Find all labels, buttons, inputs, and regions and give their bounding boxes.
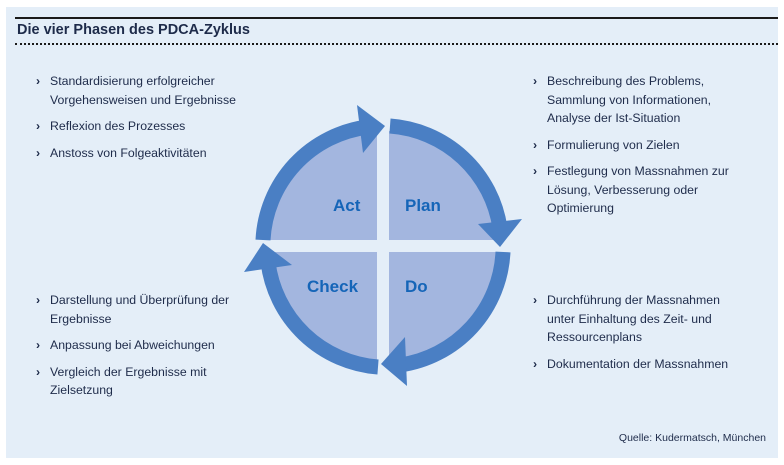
item-text: Standardisierung erfolgreicher Vorgehens… <box>50 74 236 107</box>
item-text: Anpassung bei Abweichungen <box>50 338 215 352</box>
item-text: Festlegung von Massnahmen zur Lösung, Ve… <box>547 164 729 215</box>
chevron-icon: › <box>533 74 538 88</box>
list-item: › Vergleich der Ergebnisse mit Zielsetzun… <box>36 363 236 400</box>
list-item: › Durchführung der Massnahmen unter Einha… <box>533 291 748 347</box>
figure-title: Die vier Phasen des PDCA-Zyklus <box>17 22 250 38</box>
chevron-icon: › <box>36 145 41 160</box>
arrowhead-plan <box>478 219 522 247</box>
chevron-icon: › <box>36 74 41 88</box>
quadrant-do <box>389 252 498 361</box>
plan-list: › Beschreibung des Problems, Sammlung von… <box>533 72 748 226</box>
chevron-icon: › <box>36 364 41 379</box>
chevron-icon: › <box>36 119 41 133</box>
list-item: › Anpassung bei Abweichungen <box>36 336 236 355</box>
chevron-icon: › <box>533 293 538 307</box>
arrow-arc-plan <box>389 118 508 230</box>
arrowhead-check <box>244 243 292 272</box>
quadrant-plan <box>389 131 498 240</box>
arrow-arc-act <box>255 119 370 241</box>
list-item: › Anstoss von Folgeaktivitäten <box>36 144 256 163</box>
label-do: Do <box>405 277 428 296</box>
chevron-icon: › <box>36 293 41 307</box>
dotted-divider <box>15 43 778 45</box>
top-rule <box>15 17 778 19</box>
chevron-icon: › <box>533 164 538 178</box>
source-note: Quelle: Kudermatsch, München <box>618 432 766 444</box>
chevron-icon: › <box>36 338 41 352</box>
quadrant-act <box>268 131 377 240</box>
label-check: Check <box>307 277 359 296</box>
arrowhead-do <box>381 337 407 386</box>
item-text: Formulierung von Zielen <box>547 137 680 152</box>
item-text: Durchführung der Massnahmen unter Einhal… <box>547 293 720 344</box>
chevron-icon: › <box>533 356 538 371</box>
item-text: Reflexion des Prozesses <box>50 119 186 133</box>
do-list: › Durchführung der Massnahmen unter Einha… <box>533 291 748 381</box>
item-text: Vergleich der Ergebnisse mit Zielsetzung <box>50 364 207 398</box>
list-item: › Reflexion des Prozesses <box>36 117 256 136</box>
item-text: Darstellung und Überprüfung der Ergebnis… <box>50 293 230 326</box>
item-text: Anstoss von Folgeaktivitäten <box>50 145 207 160</box>
act-list: › Standardisierung erfolgreicher Vorgehen… <box>36 72 256 170</box>
list-item: › Formulierung von Zielen <box>533 136 748 155</box>
quadrant-check <box>268 252 377 361</box>
chevron-icon: › <box>533 137 538 152</box>
item-text: Beschreibung des Problems, Sammlung von … <box>547 74 712 125</box>
check-list: › Darstellung und Überprüfung der Ergebni… <box>36 291 236 408</box>
arrowhead-act <box>357 105 385 153</box>
list-item: › Beschreibung des Problems, Sammlung von… <box>533 72 748 128</box>
label-plan: Plan <box>405 196 441 215</box>
list-item: › Dokumentation der Massnahmen <box>533 355 748 374</box>
item-text: Dokumentation der Massnahmen <box>547 356 729 371</box>
arrow-arc-do <box>398 251 511 373</box>
list-item: › Standardisierung erfolgreicher Vorgehen… <box>36 72 256 109</box>
label-act: Act <box>333 196 361 215</box>
list-item: › Festlegung von Massnahmen zur Lösung, V… <box>533 162 748 218</box>
arrow-arc-check <box>260 260 379 375</box>
list-item: › Darstellung und Überprüfung der Ergebni… <box>36 291 236 328</box>
